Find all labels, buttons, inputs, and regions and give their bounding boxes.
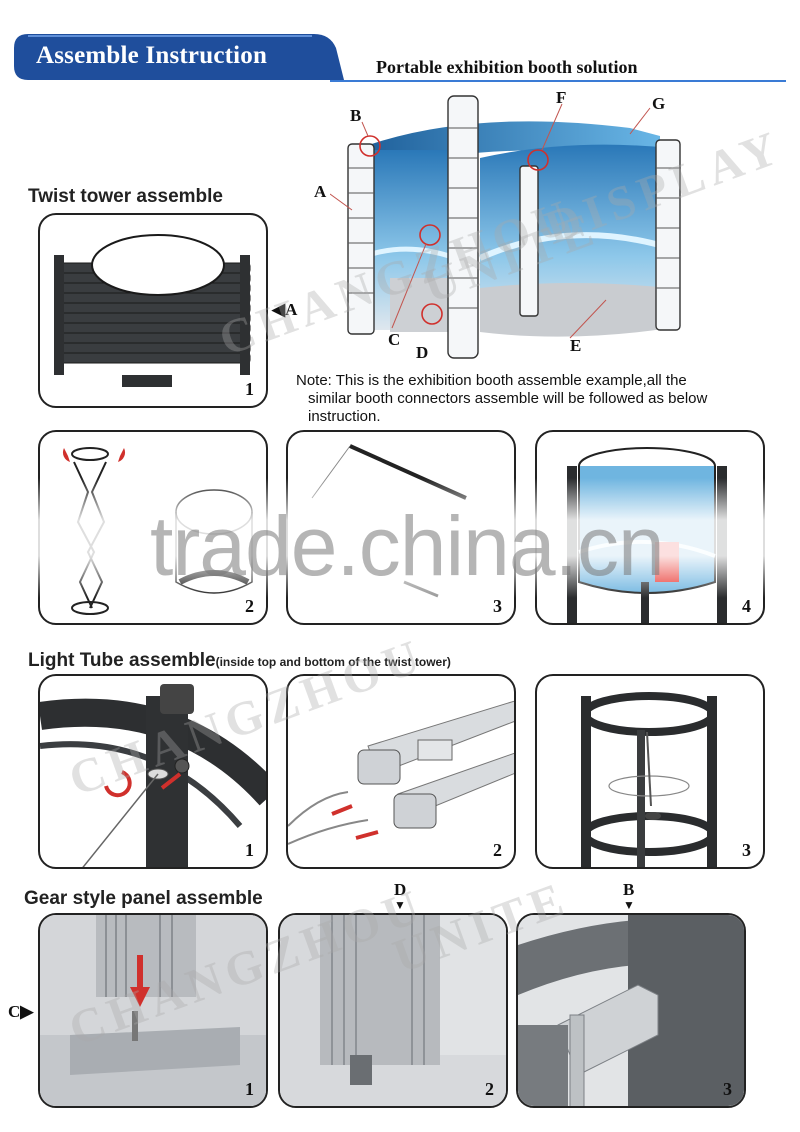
booth-illustration [330,95,681,359]
step-number: 2 [245,596,254,616]
marker-b: B [623,880,634,900]
section-title-light-tube: Light Tube assemble(inside top and botto… [28,650,451,672]
marker-c-label: C [8,1002,21,1021]
ring-connector-illustration [40,684,266,867]
marker-d-label: D [394,880,407,899]
gear-panel-joined-illustration [280,915,506,1106]
gear-edge-profile-illustration [518,915,744,1106]
light-tube-plug-illustration [288,700,514,845]
gear-step-2-panel: 2 [278,913,508,1108]
booth-label-a: A [314,182,327,201]
marker-b-label: B [623,880,635,899]
note-line: instruction. [308,408,381,425]
twist-step-3-panel: 3 [286,430,516,625]
note-line: similar booth connectors assemble will b… [308,390,708,407]
title-banner [14,34,344,80]
page-title: Assemble Instruction [36,42,268,69]
booth-label-b: B [350,106,362,125]
twist-step-2-panel: 2 [38,430,268,625]
marker-c: C▶ [8,1002,34,1021]
twist-step-4-panel: 4 [535,430,765,625]
marker-b-arrow: ▼ [623,898,635,912]
twist-tower-frame-illustration [54,234,251,387]
booth-label-c: C [388,330,401,349]
booth-note: Note: This is the exhibition booth assem… [296,372,776,426]
booth-label-f: F [556,88,567,107]
header-rule [330,80,786,82]
graphic-insert-illustration [311,444,467,598]
step-number: 3 [723,1079,732,1099]
step-number: 1 [245,379,254,399]
gear-step-3-panel: 3 [516,913,746,1108]
step-number: 1 [245,1079,254,1099]
gear-step-1-panel: 1 [38,913,268,1108]
light-step-3-panel: 3 [535,674,765,869]
step-number: 2 [485,1079,494,1099]
booth-label-g: G [652,94,666,113]
twist-unfold-illustration [62,447,253,615]
light-step-2-panel: 2 [286,674,516,869]
step-number: 2 [493,840,502,860]
note-line: Note: This is the exhibition booth assem… [296,372,687,389]
page-subtitle: Portable exhibition booth solution [376,57,638,77]
light-tube-subtitle: (inside top and bottom of the twist towe… [215,655,451,669]
booth-label-d: D [416,343,429,362]
section-title-twist-tower: Twist tower assemble [28,186,223,207]
tower-frame-light-illustration [581,692,717,867]
tower-graphic-illustration [567,447,727,623]
gear-connector-illustration [40,915,266,1106]
step-number: 3 [493,596,502,616]
marker-d-arrow: ▼ [394,898,406,912]
light-tube-title: Light Tube assemble [28,650,216,671]
step-number: 3 [742,840,751,860]
step-number: 1 [245,840,254,860]
marker-a-arrow: ◀A [272,300,298,319]
marker-a-label: A [285,300,298,319]
section-title-gear-panel: Gear style panel assemble [24,888,263,909]
light-step-1-panel: 1 [38,674,268,869]
booth-label-e: E [570,336,582,355]
step-number: 4 [742,596,751,616]
marker-d: D [394,880,406,900]
twist-step-1-panel: 1 [38,213,268,408]
